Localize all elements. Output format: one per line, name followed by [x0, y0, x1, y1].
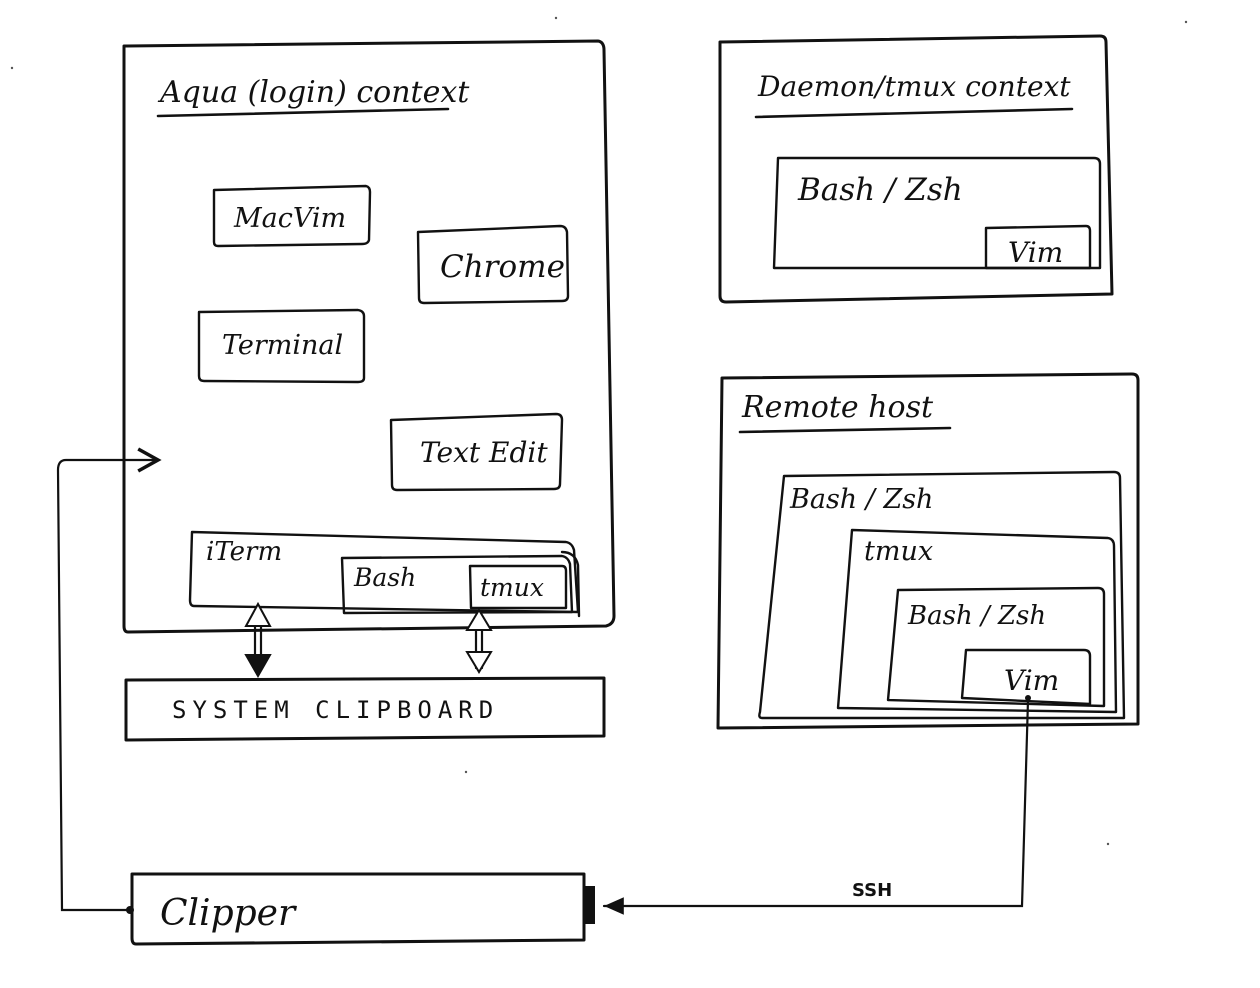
remote-vim-label: Vim: [1004, 664, 1059, 697]
daemon-vim-box: [984, 224, 1092, 270]
clipper-out-dot: [126, 906, 134, 914]
remote-host-frame: [716, 372, 1140, 730]
remote-title-underline: [738, 426, 952, 434]
clipper-to-aqua-arrow: [56, 447, 162, 912]
remote-host: Remote host Bash / Zsh tmux Bash / Zsh V…: [716, 372, 1140, 730]
daemon-shell-box: [772, 156, 1102, 270]
terminal-app-box: [197, 308, 366, 384]
aqua-context-frame: [122, 39, 616, 634]
remote-shell-outer-label: Bash / Zsh: [789, 484, 933, 515]
aqua-title-underline: [156, 107, 450, 118]
remote-shell-inner-label: Bash / Zsh: [907, 601, 1046, 631]
chrome-app-box: [416, 224, 570, 305]
macvim-app-box: [212, 184, 372, 248]
clipper-frame: [130, 872, 586, 946]
clipboard-arrows: [244, 601, 493, 679]
system-clipboard: SYSTEM CLIPBOARD: [124, 676, 606, 742]
remote-shell-outer-box: [758, 470, 1126, 720]
remote-tmux-box: [836, 528, 1118, 714]
ssh-arrow: [602, 698, 1030, 915]
daemon-context: Daemon/tmux context Bash / Zsh Vim: [718, 34, 1114, 304]
textedit-app-label: Text Edit: [420, 436, 548, 469]
aqua-context-title: Aqua (login) context: [157, 75, 470, 110]
pencil-specks: [10, 16, 1188, 846]
remote-shell-inner-box: [886, 586, 1106, 708]
clipper-feedback-line: [56, 447, 162, 912]
daemon-vim-label: Vim: [1008, 236, 1063, 269]
clipper: Clipper: [126, 872, 595, 946]
ssh-label: SSH: [852, 880, 892, 901]
iterm-app-label: iTerm: [206, 537, 282, 567]
iterm-bash-box: [340, 554, 574, 615]
ssh-connection: SSH: [602, 695, 1031, 915]
iterm-clipboard-double-arrow: [244, 601, 272, 679]
clipboard-label: SYSTEM CLIPBOARD: [172, 696, 499, 724]
tmux-clipboard-double-arrow: [465, 608, 493, 674]
macvim-app-label: MacVim: [233, 203, 346, 234]
iterm-bash-box-shadow: [560, 550, 581, 618]
iterm-bash-label: Bash: [353, 563, 416, 592]
ssh-origin-dot: [1025, 695, 1031, 701]
clipper-port: [585, 886, 595, 924]
clipboard-frame: [124, 676, 606, 742]
aqua-context: Aqua (login) context MacVim Chrome Termi…: [122, 39, 616, 634]
textedit-app-box: [389, 412, 564, 492]
iterm-tmux-label: tmux: [480, 573, 544, 602]
terminal-app-label: Terminal: [222, 330, 343, 361]
daemon-context-frame: [718, 34, 1114, 304]
iterm-tmux-box: [468, 564, 568, 610]
remote-host-title: Remote host: [741, 390, 934, 425]
daemon-shell-label: Bash / Zsh: [797, 172, 963, 208]
remote-tmux-label: tmux: [864, 536, 933, 567]
remote-vim-box: [960, 648, 1092, 706]
chrome-app-label: Chrome: [440, 249, 565, 285]
daemon-title-underline: [754, 107, 1074, 119]
clipper-label: Clipper: [160, 893, 297, 934]
daemon-context-title: Daemon/tmux context: [757, 70, 1071, 103]
